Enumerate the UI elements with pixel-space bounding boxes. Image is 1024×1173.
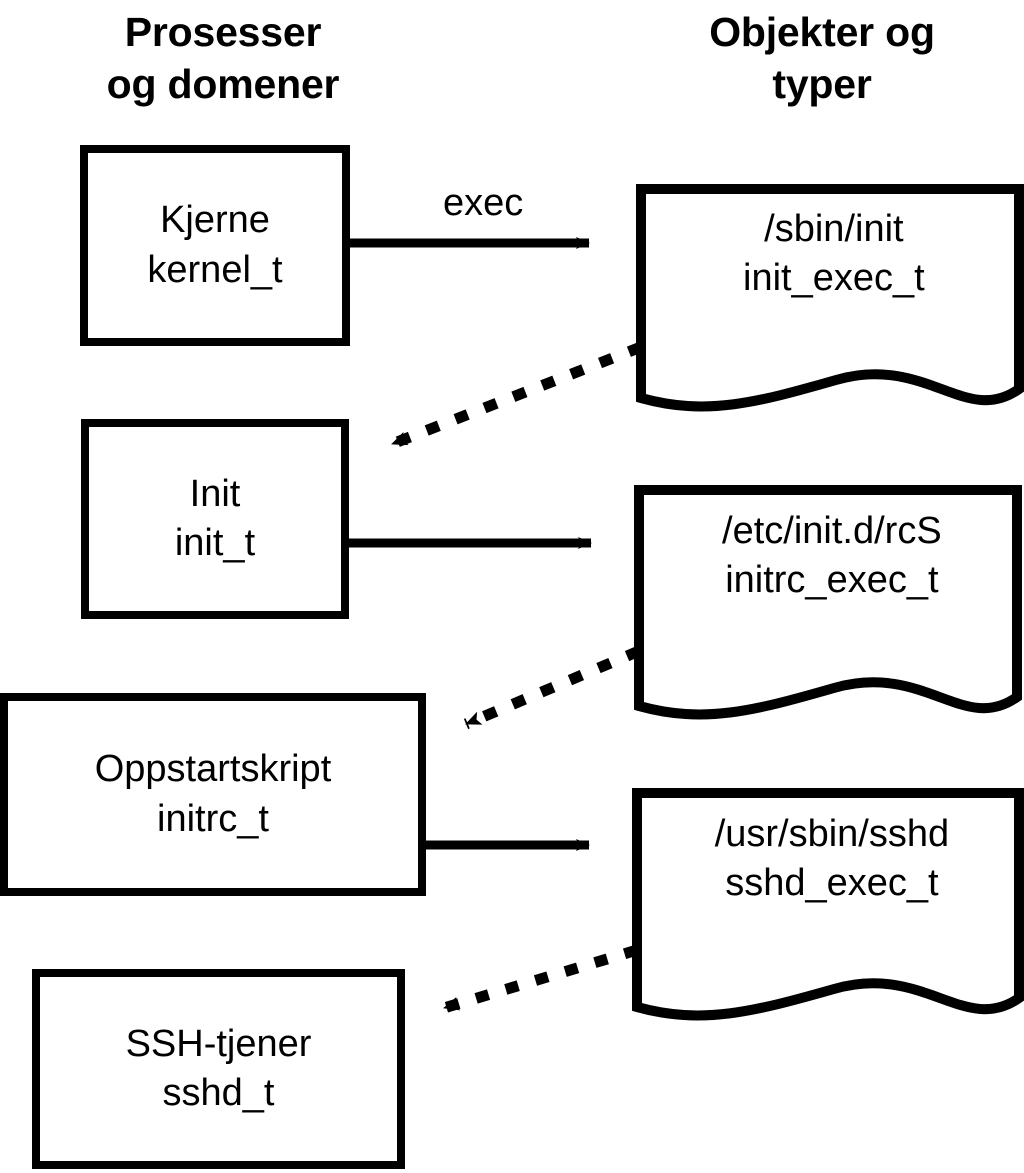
column-header-processes: Prosesser og domener [106, 9, 340, 108]
process-box-init[interactable]: Init init_t [81, 419, 349, 619]
object-doc-initrc-exec[interactable]: /etc/init.d/rcS initrc_exec_t [634, 485, 1022, 731]
object-doc-init-exec[interactable]: /sbin/init init_exec_t [636, 184, 1024, 421]
document-shape-icon [634, 485, 1022, 720]
object-doc-sshd-exec[interactable]: /usr/sbin/sshd sshd_exec_t [632, 788, 1024, 1031]
process-box-sshd[interactable]: SSH-tjener sshd_t [32, 969, 405, 1169]
edge-label-exec: exec [443, 182, 524, 224]
edge-sshd-exec-to-sshd [442, 944, 639, 1014]
process-label-kernel: Kjerne kernel_t [147, 199, 283, 291]
document-shape-icon [636, 184, 1024, 412]
document-shape-icon [632, 788, 1024, 1021]
column-header-objects: Objekter og typer [709, 9, 935, 108]
edge-init-exec-to-init [390, 341, 643, 450]
edge-initrc-exec-to-initrc [463, 645, 642, 730]
process-label-initrc: Oppstartskript initrc_t [94, 748, 332, 840]
process-box-initrc[interactable]: Oppstartskript initrc_t [0, 693, 426, 896]
process-box-kernel[interactable]: Kjerne kernel_t [80, 145, 350, 346]
process-label-sshd: SSH-tjener sshd_t [125, 1022, 312, 1114]
process-label-init: Init init_t [174, 472, 256, 564]
